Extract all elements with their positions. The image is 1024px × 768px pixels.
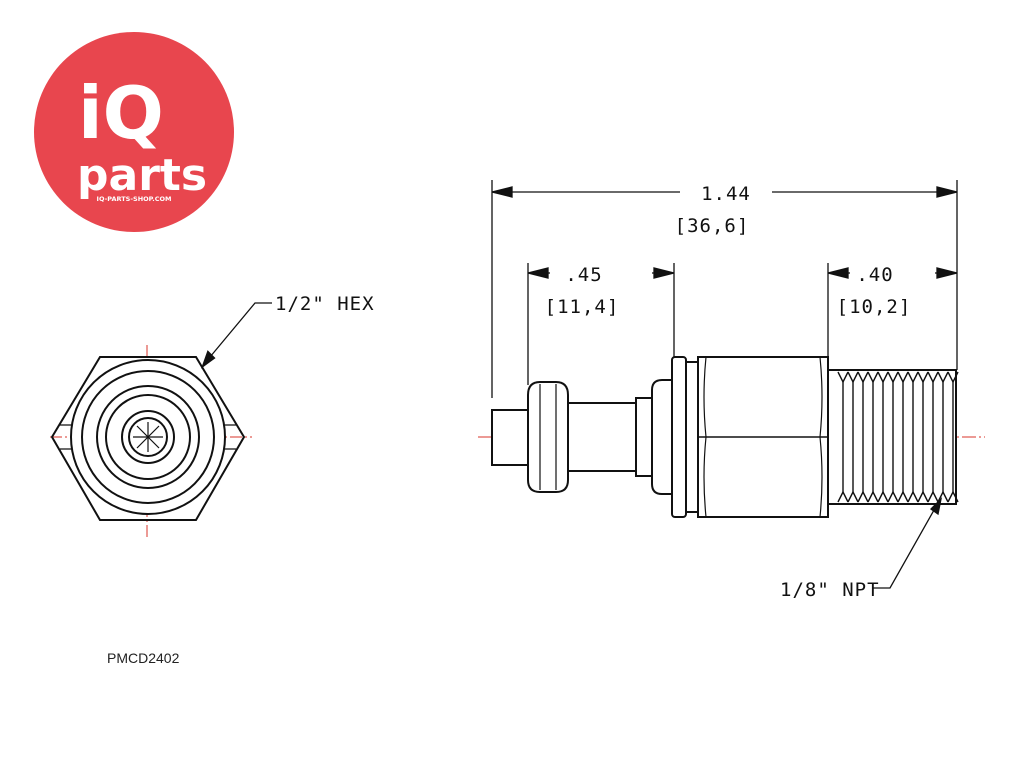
thread-section [827, 369, 957, 505]
thread-dim-mm: [10,2] [837, 296, 912, 318]
ring-circle-3 [105, 394, 191, 480]
arrow-overall-right [936, 186, 958, 198]
arrow-overall-left [491, 186, 513, 198]
plug-dim-mm: [11,4] [545, 296, 620, 318]
plug-shoulder [651, 379, 673, 495]
plug-tip [491, 409, 529, 466]
plug-dim-inch: .45 [565, 264, 602, 286]
logo-parts: parts [77, 150, 207, 201]
ring-circle-1 [81, 370, 215, 504]
plug-collar [527, 381, 569, 493]
thread-dim-inch: .40 [856, 264, 893, 286]
hex-outline [50, 356, 246, 521]
logo-iq: iQ [78, 71, 164, 155]
end-view [50, 302, 272, 540]
plug-body [567, 402, 637, 472]
iq-parts-logo[interactable]: iQ parts IQ-PARTS-SHOP.COM [34, 32, 234, 232]
logo-circle [34, 32, 234, 232]
overall-dim-mm: [36,6] [675, 215, 750, 237]
ring-circle-4 [121, 410, 175, 464]
ring-circle-2 [96, 385, 200, 489]
plug-groove [635, 397, 653, 477]
hex-label: 1/2" HEX [275, 293, 375, 315]
npt-label: 1/8" NPT [780, 579, 880, 601]
oring-flange [671, 356, 687, 518]
dimensions [491, 180, 958, 589]
hex-leader-arrow [200, 350, 216, 369]
valve-star [133, 422, 163, 452]
threads [837, 371, 959, 503]
logo-url: IQ-PARTS-SHOP.COM [97, 195, 172, 203]
part-number: PMCD2402 [107, 650, 180, 666]
washer [685, 361, 699, 513]
valve-circle [128, 417, 168, 457]
side-view [478, 356, 985, 518]
overall-dim-inch: 1.44 [701, 183, 751, 205]
hex-leader-line [204, 302, 272, 364]
